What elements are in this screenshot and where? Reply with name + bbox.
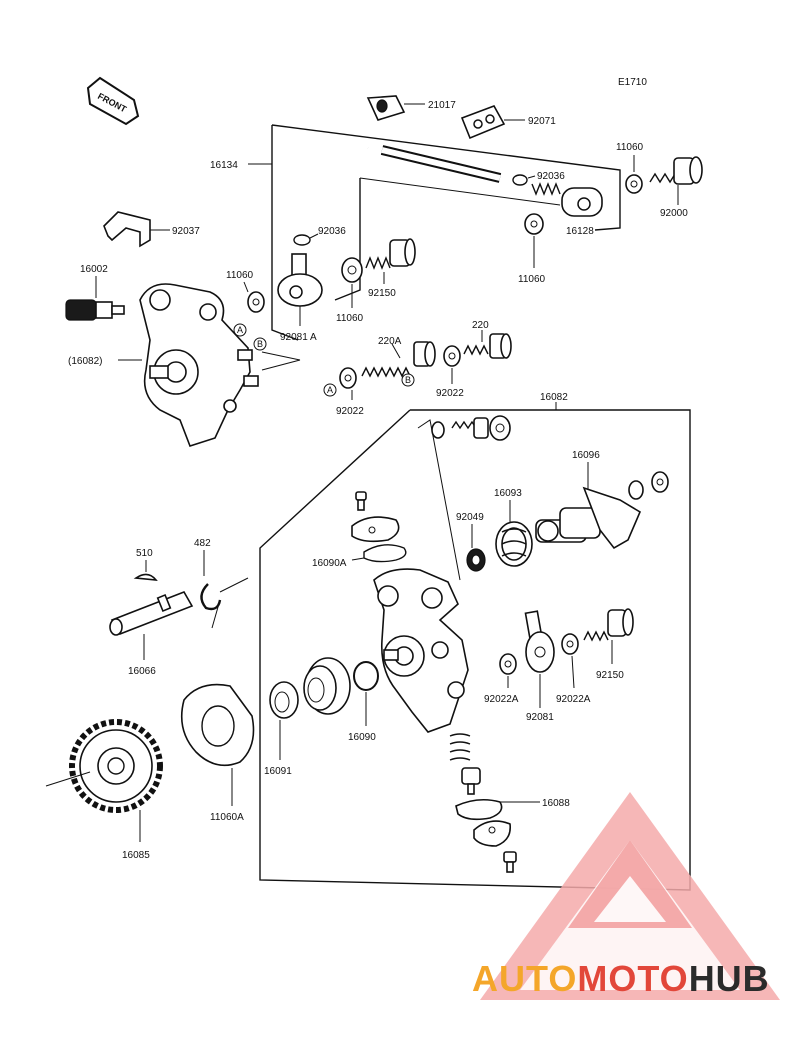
wordmark-hub: HUB bbox=[688, 958, 770, 999]
holder-part bbox=[460, 105, 506, 140]
label-92022-a: 92022 bbox=[336, 406, 364, 417]
label-16096: 16096 bbox=[572, 450, 600, 461]
label-11060-top: 11060 bbox=[616, 142, 644, 153]
label-92081: 92081 bbox=[526, 712, 554, 723]
hose-kit-frame-left bbox=[271, 125, 299, 341]
pump-rotor-part bbox=[269, 681, 299, 719]
o-ring-part bbox=[353, 661, 379, 691]
label-92071: 92071 bbox=[528, 116, 556, 127]
wordmark-auto: AUTO bbox=[472, 958, 578, 999]
pump-shaft-part bbox=[109, 591, 194, 636]
ref-marker-a-label-2: A bbox=[327, 385, 333, 395]
pump-gear-part bbox=[69, 719, 163, 813]
label-16082: 16082 bbox=[540, 392, 568, 403]
screw-part bbox=[355, 491, 367, 511]
relief-valve-part bbox=[461, 767, 481, 795]
label-16088: 16088 bbox=[542, 798, 570, 809]
banjo-fitting-part bbox=[277, 253, 323, 307]
diagram-code: E1710 bbox=[618, 77, 647, 88]
hose-inner-frame bbox=[334, 178, 361, 301]
woodruff-key-part bbox=[133, 573, 158, 581]
ref-marker-a bbox=[323, 383, 337, 397]
label-16085: 16085 bbox=[122, 850, 150, 861]
oil-pump-assembly-part bbox=[139, 283, 259, 447]
label-16091: 16091 bbox=[264, 766, 292, 777]
label-92036-right: 92036 bbox=[537, 171, 565, 182]
bolt-part bbox=[503, 851, 517, 873]
hose-clip-part bbox=[103, 211, 151, 248]
label-11060a: 11060A bbox=[210, 812, 244, 823]
screw-part bbox=[361, 341, 436, 378]
label-92000: 92000 bbox=[660, 208, 688, 219]
label-482: 482 bbox=[194, 538, 211, 549]
bolt-part bbox=[451, 415, 511, 441]
label-16090: 16090 bbox=[348, 732, 376, 743]
relief-spring-part bbox=[449, 733, 471, 761]
washer-part bbox=[431, 421, 445, 439]
pump-assembly-frame bbox=[259, 409, 691, 891]
label-92022a-2: 92022A bbox=[556, 694, 591, 705]
label-16093: 16093 bbox=[494, 488, 522, 499]
hose-kit-frame bbox=[271, 124, 621, 231]
label-16090a: 16090A bbox=[312, 558, 347, 569]
cover-plate-part bbox=[351, 516, 400, 543]
ref-marker-b-label-2: B bbox=[405, 375, 411, 385]
ref-marker-a-label: A bbox=[237, 325, 243, 335]
label-220: 220 bbox=[472, 320, 489, 331]
washer-part bbox=[628, 480, 644, 500]
banjo-bolt-part bbox=[583, 608, 634, 642]
label-16128: 16128 bbox=[566, 226, 594, 237]
banjo-fitting-part bbox=[531, 182, 603, 217]
label-92150-bottom: 92150 bbox=[596, 670, 624, 681]
ref-marker-b bbox=[401, 373, 415, 387]
banjo-fitting-part bbox=[524, 610, 555, 673]
oil-hose-part bbox=[297, 138, 502, 260]
label-92081a: 92081 A bbox=[280, 332, 317, 343]
gasket-part bbox=[363, 544, 407, 563]
automotohub-logo bbox=[480, 792, 780, 1000]
valve-cap-part bbox=[473, 820, 512, 847]
label-21017: 21017 bbox=[428, 100, 456, 111]
label-92037: 92037 bbox=[172, 226, 200, 237]
grommet-part bbox=[366, 95, 406, 121]
banjo-bolt-part bbox=[365, 238, 416, 270]
clamp-part bbox=[512, 174, 528, 186]
banjo-bolt-part bbox=[649, 156, 703, 185]
oil-fitting-part bbox=[65, 299, 125, 321]
gasket-part bbox=[455, 798, 503, 821]
pump-spring-part bbox=[495, 521, 533, 567]
label-510: 510 bbox=[136, 548, 153, 559]
gasket-part bbox=[180, 683, 255, 767]
oil-pump-body-part bbox=[373, 568, 469, 733]
label-16134: 16134 bbox=[210, 160, 238, 171]
ref-marker-a bbox=[233, 323, 247, 337]
label-92022a-1: 92022A bbox=[484, 694, 519, 705]
screw-part bbox=[463, 333, 512, 359]
ref-marker-b-label: B bbox=[257, 339, 263, 349]
label-92036-left: 92036 bbox=[318, 226, 346, 237]
label-11060-left: 11060 bbox=[226, 270, 254, 281]
label-220a: 220A bbox=[378, 336, 402, 347]
ref-marker-b bbox=[253, 337, 267, 351]
automotohub-wordmark: AUTOMOTOHUB bbox=[472, 958, 770, 1000]
label-11060-mid: 11060 bbox=[336, 313, 364, 324]
front-arrow-icon: FRONT bbox=[86, 76, 140, 126]
wordmark-moto: MOTO bbox=[577, 958, 689, 999]
pump-rotor-part bbox=[303, 657, 351, 715]
label-92022-b: 92022 bbox=[436, 388, 464, 399]
pump-plunger-part bbox=[535, 486, 642, 550]
label-16082-paren: (16082) bbox=[68, 356, 102, 367]
circlip-part bbox=[200, 583, 222, 611]
label-11060-right: 11060 bbox=[518, 274, 546, 285]
label-92150-top: 92150 bbox=[368, 288, 396, 299]
label-16066: 16066 bbox=[128, 666, 156, 677]
label-92049: 92049 bbox=[456, 512, 484, 523]
label-16002: 16002 bbox=[80, 264, 108, 275]
clamp-part bbox=[293, 234, 311, 246]
